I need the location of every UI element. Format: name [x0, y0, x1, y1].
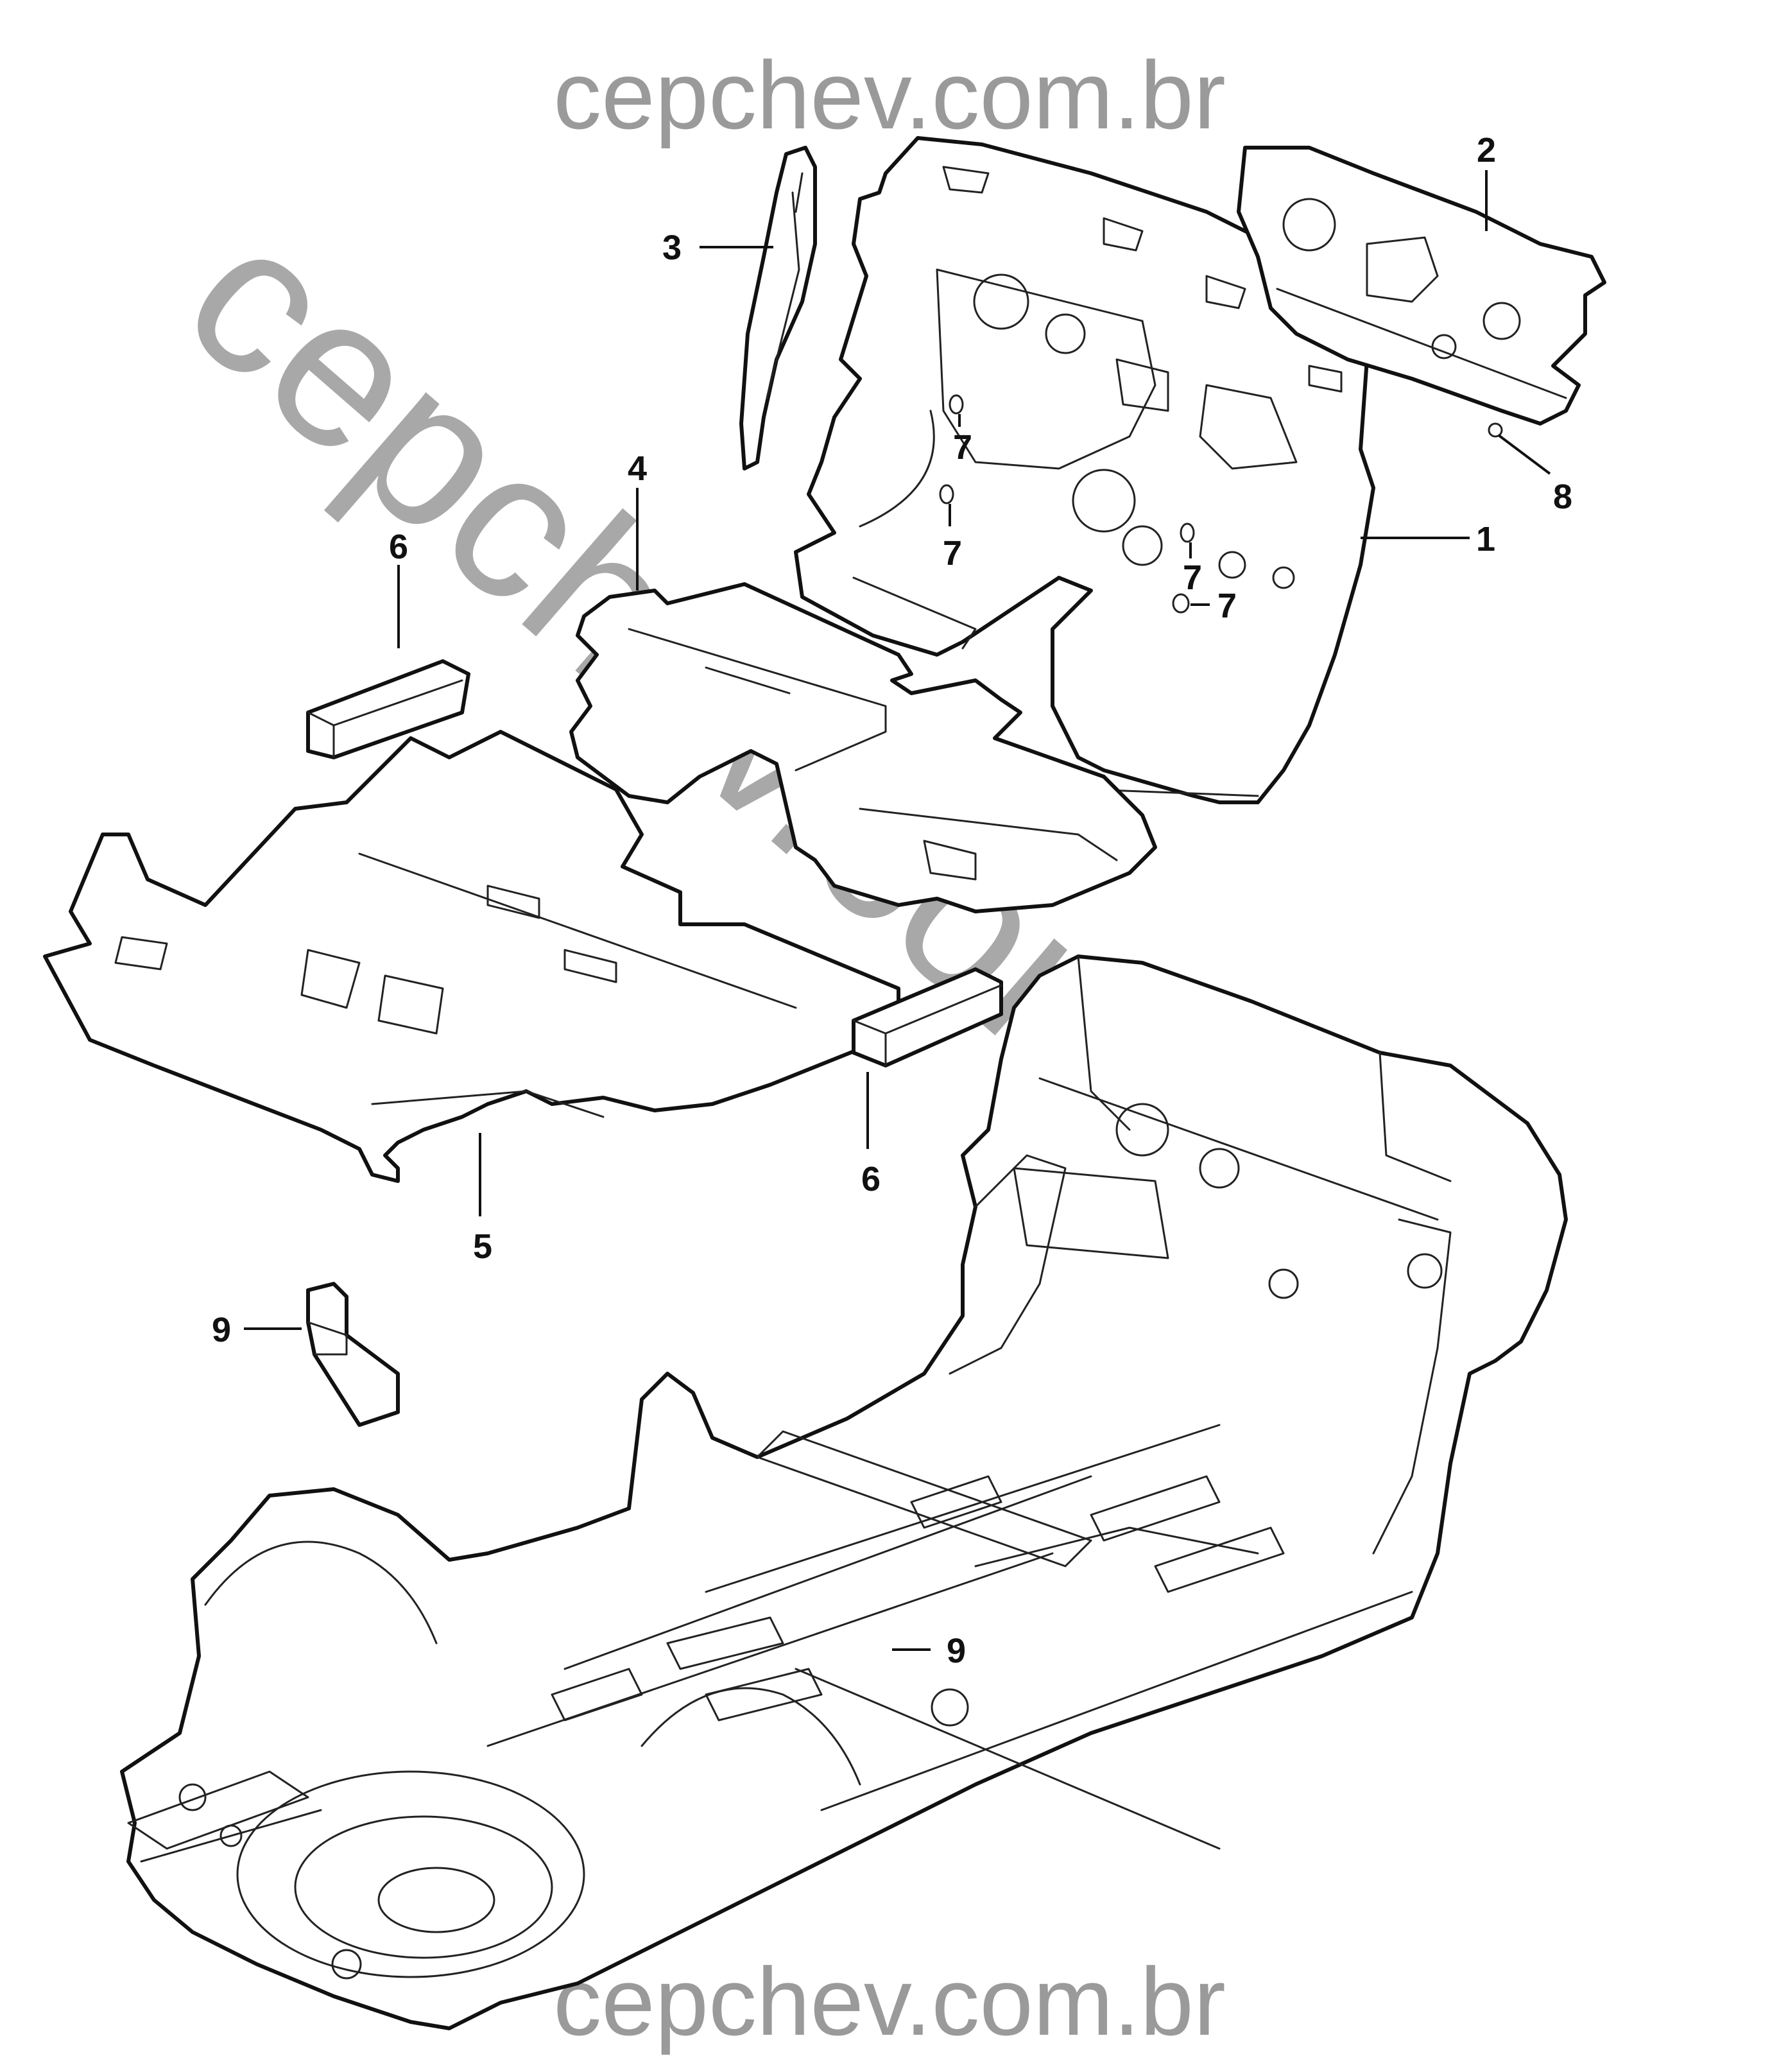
callout-7-a: 7	[953, 428, 972, 467]
part-7-plugs	[939, 394, 1195, 614]
callout-9-left: 9	[212, 1311, 231, 1349]
callout-7-b: 7	[943, 534, 962, 573]
callout-4: 4	[628, 449, 647, 488]
part-9-bracket-loose	[306, 1282, 400, 1427]
part-6-pad-right	[852, 967, 1003, 1067]
callout-3: 3	[662, 229, 682, 267]
part-2-upper-insulator	[1237, 146, 1606, 426]
callout-1: 1	[1476, 520, 1495, 558]
callout-6-left: 6	[389, 528, 408, 566]
part-5-rear-floor-mat	[43, 730, 900, 1183]
part-1-dash-insulator	[794, 136, 1375, 804]
watermark-bottom: cepchev.com.br	[553, 1947, 1226, 2055]
callout-6-right: 6	[861, 1160, 881, 1198]
watermark-top: cepchev.com.br	[553, 41, 1226, 149]
vehicle-underbody	[120, 954, 1568, 2030]
callout-7-d: 7	[1217, 587, 1237, 625]
callout-labels: 1 2 3 4 5 6 6 7 7 7 7 8 9 9	[212, 131, 1572, 1670]
part-8-fastener	[1488, 422, 1503, 438]
part-6-pad-left	[306, 659, 470, 759]
callout-9-right: 9	[947, 1632, 966, 1670]
callout-8: 8	[1553, 478, 1572, 516]
callout-5: 5	[473, 1227, 492, 1266]
leader-lines	[244, 170, 1551, 1651]
callout-7-c: 7	[1183, 558, 1202, 597]
part-4-front-floor-mat	[569, 582, 1157, 913]
callout-2: 2	[1477, 131, 1496, 169]
part-3-side-panel	[739, 146, 817, 471]
